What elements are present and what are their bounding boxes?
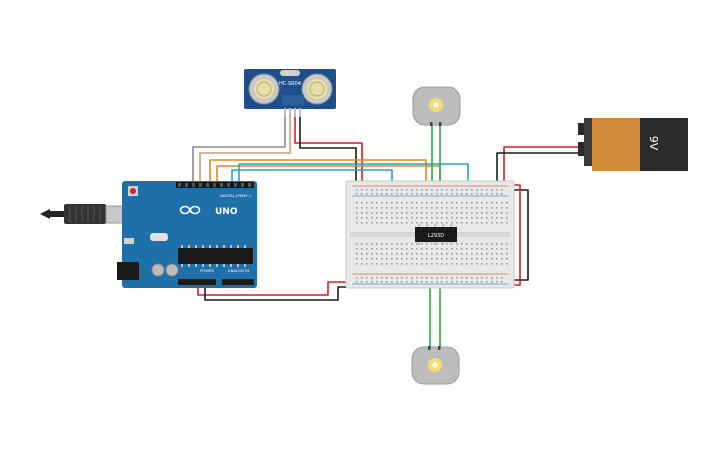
motor-bottom[interactable] bbox=[411, 346, 460, 385]
ultrasonic-sensor[interactable]: HC-SR04 bbox=[244, 69, 336, 117]
power-label: POWER bbox=[200, 268, 214, 273]
wire-rail-black bbox=[508, 189, 529, 281]
wire-power-black bbox=[204, 285, 356, 301]
battery-icon bbox=[578, 118, 688, 171]
sensor-label: HC-SR04 bbox=[279, 81, 301, 87]
wire-battery-black bbox=[496, 152, 582, 190]
wire-sensor-gray bbox=[192, 117, 286, 182]
ultrasonic-sensor-icon bbox=[248, 70, 333, 105]
motor-icon bbox=[411, 346, 460, 385]
driver-label: L293D bbox=[428, 233, 444, 239]
model-label: UNO bbox=[215, 207, 238, 217]
motor-icon bbox=[412, 86, 461, 126]
battery-label: 9V bbox=[647, 136, 660, 151]
wire-power-red bbox=[197, 281, 356, 296]
usb-cable-icon bbox=[40, 204, 135, 224]
digital-label: DIGITAL (PWM~) bbox=[220, 193, 252, 198]
wire-battery-red bbox=[503, 146, 582, 185]
wire-sensor-red bbox=[294, 117, 363, 190]
breadboard-holes bbox=[356, 189, 508, 283]
arduino-logo-icon bbox=[179, 205, 201, 215]
battery[interactable]: 9V bbox=[578, 118, 688, 171]
wire-sensor-black bbox=[299, 117, 357, 190]
sensor-pins bbox=[284, 108, 301, 117]
analog-label: ANALOG IN bbox=[228, 268, 249, 273]
wire-sensor-tan bbox=[199, 117, 291, 182]
motor-top[interactable] bbox=[412, 86, 461, 126]
motor-driver-chip[interactable]: L293D bbox=[415, 224, 457, 245]
arduino-uno[interactable]: DIGITAL (PWM~) UNO POWER ANALOG IN bbox=[40, 181, 257, 288]
